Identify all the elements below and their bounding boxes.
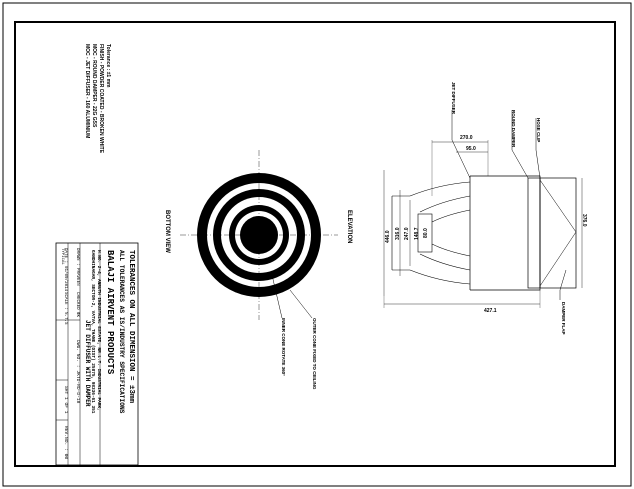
tb-drawn: PRAVEEN [75,268,79,286]
damper-hatch-2 [539,231,577,287]
tb-checked-label: CHECKED : [75,292,79,315]
dim-376: 376.0 [581,214,587,227]
dim-270: 270.0 [460,135,473,141]
dim-316: 316.0 [395,227,401,240]
tb-tolerance-1: TOLERANCES ON ALL DIMENSION = ±3mm [127,250,135,404]
label-round-damper: ROUND DAMPER [511,110,516,148]
tb-drawing-title: JET DIFFUSER WITH DAMPER [84,320,91,407]
title-block-frame [55,242,139,466]
leader-round-damper [511,110,529,179]
label-jet-diffuser: JET DIFFUSER [451,82,456,115]
damper-hatch-1 [539,179,577,233]
note-moc-round: MOC - ROUND DAMPER - 22G GSS [91,44,97,128]
label-bottom-view: BOTTOM VIEW [164,210,170,253]
label-hose-clip: HOSE CLIP [536,118,541,142]
title-block: TOLERANCES ON ALL DIMENSION = ±3mm ALL T… [55,242,139,466]
tb-date-label: DATE : [63,248,67,263]
elevation-view: 270.0 95.0 446.0 316.0 247.0 148.7 80.0 … [346,82,587,335]
leader-damper-flap [559,269,567,300]
tb-typical: TYPICAL [60,248,64,265]
nozzle-inner-curves [431,209,471,257]
tb-company: BALAJI AIRVENT PRODUCTS [105,250,115,375]
dim-80: 80.0 [423,228,429,238]
tb-date: 01/09/2014 [63,266,68,292]
round-damper-body [527,177,577,289]
tb-dwg-no: DWG. NO. : JKTD-RD-D-18 [75,340,81,404]
label-elevation: ELEVATION [346,210,352,243]
tb-scale-label: SCALE : [63,292,67,310]
tb-tolerance-2: ALL TOLERANCES AS IS/INDUSTRY SPECIFICAT… [118,250,125,414]
leader-hose-clip [535,118,541,179]
tb-scale: N.T.S [63,312,67,325]
tb-checked: RK [75,312,79,318]
label-outer-cone: OUTER CONE FIXED TO CEILING [312,318,317,390]
note-finish: FINISH - POWDER COATED - BROKEN WHITE [98,44,104,154]
dim-427: 427.1 [484,308,497,314]
dim-95: 95.0 [466,146,476,152]
note-tolerance: Tolerance : ±1 mm [105,44,111,88]
nozzle-throat [417,213,433,253]
note-moc-jet: MOC - JET DIFFUSER - 160 ALUMINIUM [84,44,90,138]
tb-address-2: GANDHINAGAR, SECTOR-2, VATVA, THANE (DIS… [90,250,95,414]
tb-sheet: SHT 1 OF 1 [63,386,69,414]
label-inner-cone: INNER CONE ROTATE 360° [281,318,286,376]
nozzle-outer-curves [409,181,471,285]
bottom-view: BOTTOM VIEW OUTER CONE FIXED TO CEILING … [164,150,338,390]
leader-inner-cone [271,274,283,319]
notes-block: MOC - JET DIFFUSER - 160 ALUMINIUM MOC -… [84,44,111,154]
tb-rev: REV.NO. : 00 [63,426,69,459]
tb-address-1: H.NO. 2-4, ANRUTH INDUSTRIAL ESTATE, NR.… [96,250,101,411]
inner-border [14,21,616,467]
leader-jet-diffuser [451,110,471,179]
dim-446: 446.0 [385,230,391,243]
tb-drawn-label: DRAWN : [75,248,79,266]
leader-outer-cone [289,289,313,319]
dim-148: 148.7 [414,227,420,240]
dim-247: 247.0 [404,227,410,240]
nozzle-mid-curves [419,195,471,271]
label-damper-flap: DAMPER FLAP [561,302,566,335]
